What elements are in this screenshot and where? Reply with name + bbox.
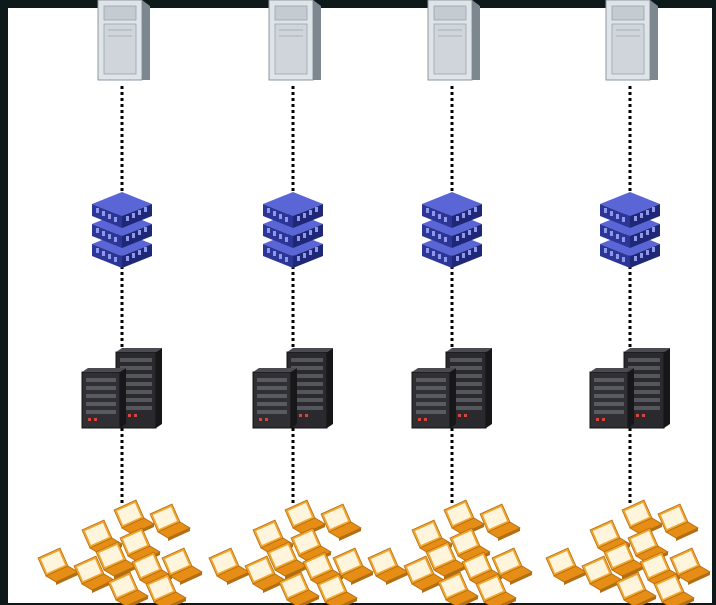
storage-stack-icon-3 [422, 192, 482, 268]
node-layer [38, 0, 710, 605]
storage-stack-icon-2 [263, 192, 323, 268]
server-tower-icon-2 [268, 0, 322, 81]
network-switch-chassis-icon-2 [253, 348, 333, 428]
network-switch-chassis-icon-4 [590, 348, 670, 428]
laptop-cluster-icon-3 [368, 500, 532, 605]
storage-stack-icon-1 [92, 192, 152, 268]
laptop-cluster-icon-2 [209, 500, 373, 605]
laptop-cluster-icon-1 [38, 500, 202, 605]
network-switch-chassis-icon-3 [412, 348, 492, 428]
server-tower-icon-1 [97, 0, 151, 81]
network-switch-chassis-icon-1 [82, 348, 162, 428]
laptop-cluster-icon-4 [546, 500, 710, 605]
diagram-panel [8, 8, 712, 603]
link-layer [120, 86, 632, 505]
storage-stack-icon-4 [600, 192, 660, 268]
server-tower-icon-4 [605, 0, 659, 81]
server-tower-icon-3 [427, 0, 481, 81]
